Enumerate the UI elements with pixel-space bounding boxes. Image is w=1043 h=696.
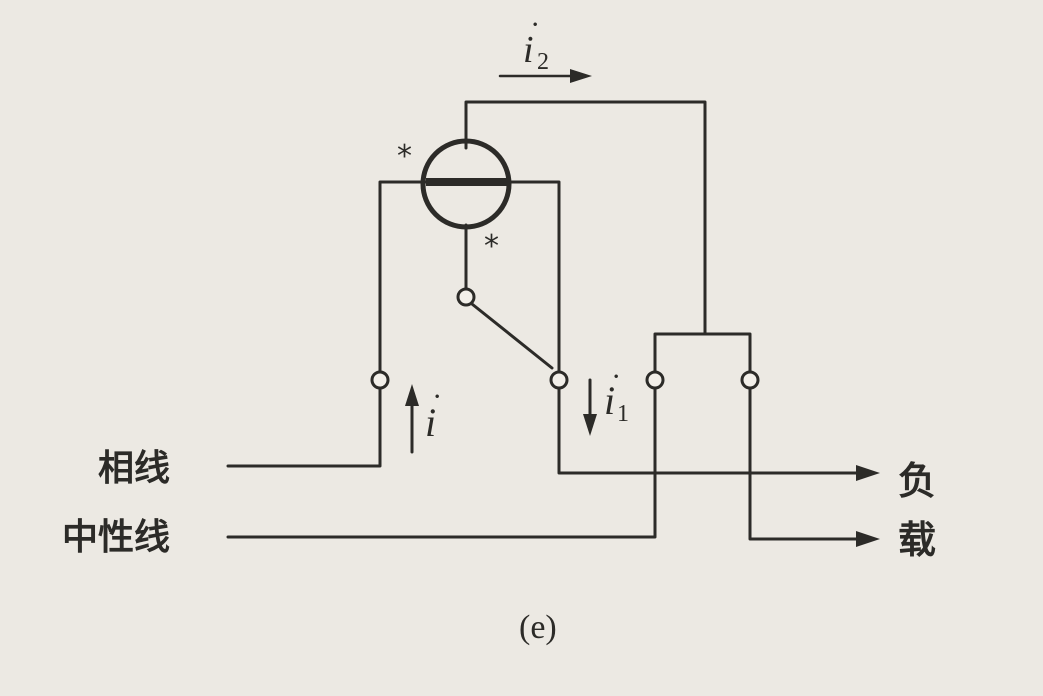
load-label-char-1: 负 (898, 459, 936, 503)
phase-out-arrowhead (856, 465, 880, 481)
current-i2-dot: · (531, 8, 539, 41)
load-label-char-2: 载 (898, 518, 936, 562)
phase-line-out (557, 386, 860, 475)
voltage-loop-wire (464, 100, 707, 336)
current-i2-subscript: 2 (537, 49, 549, 75)
terminal-link (456, 287, 476, 307)
current-coil-right-wire (503, 180, 561, 374)
current-i-dot: · (433, 380, 441, 413)
current-i-arrowhead (405, 384, 419, 406)
current-i-symbol: i (425, 400, 436, 445)
phase-line-in (226, 386, 382, 468)
voltage-link (470, 302, 554, 370)
current-i1-symbol: i (604, 378, 615, 423)
neutral-out-arrowhead (856, 531, 880, 547)
current-i1-dot: · (612, 360, 620, 393)
terminal-2 (549, 370, 569, 390)
polarity-mark-voltage: * (397, 139, 412, 174)
phase-line-label: 相线 (98, 448, 170, 489)
current-i2-arrowhead (570, 69, 592, 83)
terminal-3 (645, 370, 665, 390)
terminal-1 (370, 370, 390, 390)
figure-caption: (e) (519, 609, 557, 646)
neutral-line-label: 中性线 (62, 517, 170, 558)
current-coil-left-wire (378, 180, 432, 374)
current-i2-symbol: i (523, 29, 534, 71)
neutral-line-out (748, 386, 860, 541)
neutral-line-in (226, 386, 657, 539)
terminal-block-frame (653, 332, 752, 374)
current-i1-arrowhead (583, 414, 597, 436)
meter-circle (420, 138, 512, 230)
current-i1-subscript: 1 (617, 401, 629, 427)
polarity-mark-current: * (484, 229, 499, 264)
terminal-4 (740, 370, 760, 390)
